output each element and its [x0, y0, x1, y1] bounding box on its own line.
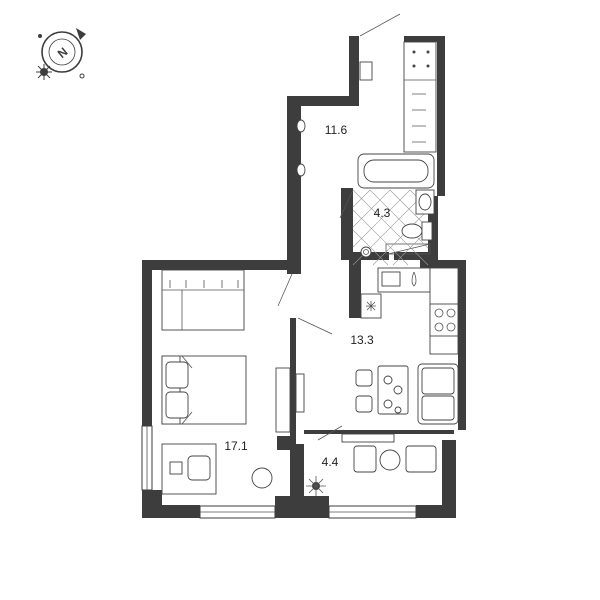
room-area-balcony: 4.4 — [322, 455, 339, 469]
plant-icon — [306, 476, 326, 496]
room-bedroom: 17.1 — [161, 269, 305, 495]
windows — [141, 425, 417, 519]
room-area-kitchen: 13.3 — [350, 333, 374, 347]
compass-letter: N — [55, 45, 71, 61]
room-kitchen: 13.3 — [341, 267, 459, 443]
room-bathroom: 4.3 — [352, 153, 435, 266]
room-area-bedroom: 17.1 — [224, 439, 248, 453]
room-corridor: 11.6 — [296, 41, 437, 177]
compass-icon: N — [36, 28, 86, 80]
room-area-corridor: 11.6 — [325, 123, 348, 137]
sun-icon — [36, 64, 52, 80]
room-area-bathroom: 4.3 — [374, 206, 391, 220]
walls — [142, 36, 466, 518]
snowflake-icon — [366, 301, 376, 311]
room-balcony: 4.4 — [306, 445, 437, 496]
